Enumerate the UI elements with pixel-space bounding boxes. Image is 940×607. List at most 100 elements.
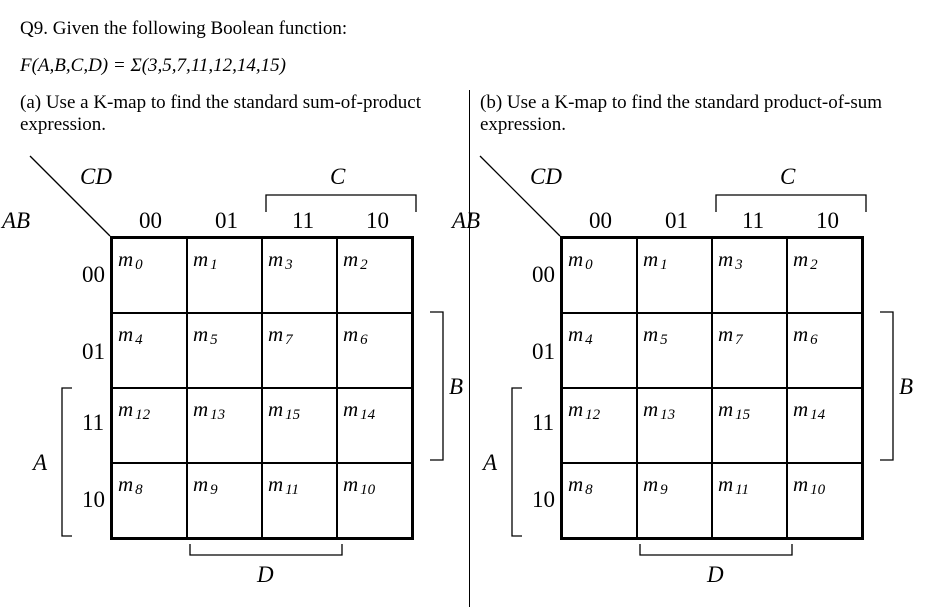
minterm-symbol: m — [343, 397, 359, 421]
minterm-index: 13 — [210, 407, 226, 423]
minterm-index: 3 — [285, 257, 293, 273]
minterm-index: 14 — [360, 407, 376, 423]
var-ab-label: AB — [452, 208, 481, 233]
minterm-symbol: m — [268, 397, 284, 421]
minterm-symbol: m — [643, 247, 659, 271]
var-c-label: C — [330, 164, 346, 189]
minterm-index: 15 — [285, 407, 301, 423]
minterm-index: 9 — [660, 482, 668, 498]
minterm-symbol: m — [718, 247, 734, 271]
kmap-brackets — [29, 155, 444, 556]
var-cd-label: CD — [530, 164, 562, 189]
col-header: 01 — [215, 208, 238, 233]
col-header: 11 — [292, 208, 315, 233]
minterm-symbol: m — [193, 247, 209, 271]
minterm-symbol: m — [793, 472, 809, 496]
minterm-symbol: m — [118, 397, 134, 421]
minterm-index: 12 — [135, 407, 151, 423]
minterm-symbol: m — [118, 322, 134, 346]
var-d-label: D — [707, 562, 724, 587]
minterm-index: 14 — [810, 407, 826, 423]
minterm-symbol: m — [568, 247, 584, 271]
minterm-index: 6 — [360, 332, 368, 348]
minterm-symbol: m — [793, 322, 809, 346]
question-title: Q9. Given the following Boolean function… — [20, 18, 348, 39]
var-b-label: B — [899, 374, 914, 399]
minterm-index: 7 — [735, 332, 743, 348]
minterm-index: 11 — [285, 482, 300, 498]
col-header: 01 — [665, 208, 688, 233]
row-header: 00 — [82, 262, 105, 287]
minterm-index: 5 — [660, 332, 668, 348]
boolean-function: F(A,B,C,D) = Σ(3,5,7,11,12,14,15) — [20, 55, 286, 76]
minterm-symbol: m — [118, 472, 134, 496]
minterm-index: 8 — [135, 482, 143, 498]
minterm-symbol: m — [268, 322, 284, 346]
minterm-index: 2 — [360, 257, 368, 273]
part-b-instruction: (b) Use a K-map to find the standard pro… — [480, 92, 883, 135]
var-cd-label: CD — [80, 164, 112, 189]
col-header: 00 — [139, 208, 162, 233]
column-divider — [469, 90, 470, 607]
minterm-index: 4 — [135, 332, 143, 348]
minterm-symbol: m — [643, 322, 659, 346]
minterm-symbol: m — [268, 247, 284, 271]
minterm-symbol: m — [643, 397, 659, 421]
minterm-symbol: m — [193, 322, 209, 346]
minterm-symbol: m — [568, 472, 584, 496]
row-header: 00 — [532, 262, 555, 287]
minterm-index: 15 — [735, 407, 751, 423]
minterm-symbol: m — [343, 322, 359, 346]
minterm-index: 0 — [585, 257, 593, 273]
minterm-index: 8 — [585, 482, 593, 498]
row-header: 01 — [532, 339, 555, 364]
minterm-index: 1 — [660, 257, 668, 273]
minterm-index: 7 — [285, 332, 293, 348]
minterm-symbol: m — [793, 397, 809, 421]
minterm-symbol: m — [718, 322, 734, 346]
minterm-index: 10 — [360, 482, 376, 498]
minterm-index: 3 — [735, 257, 743, 273]
minterm-symbol: m — [118, 247, 134, 271]
minterm-symbol: m — [568, 397, 584, 421]
minterm-index: 12 — [585, 407, 601, 423]
var-a-label: A — [33, 450, 48, 475]
minterm-index: 5 — [210, 332, 218, 348]
minterm-index: 13 — [660, 407, 676, 423]
col-header: 10 — [366, 208, 389, 233]
minterm-index: 2 — [810, 257, 818, 273]
row-header: 10 — [532, 487, 555, 512]
minterm-index: 6 — [810, 332, 818, 348]
minterm-symbol: m — [268, 472, 284, 496]
minterm-index: 0 — [135, 257, 143, 273]
var-b-label: B — [449, 374, 464, 399]
var-d-label: D — [257, 562, 274, 587]
